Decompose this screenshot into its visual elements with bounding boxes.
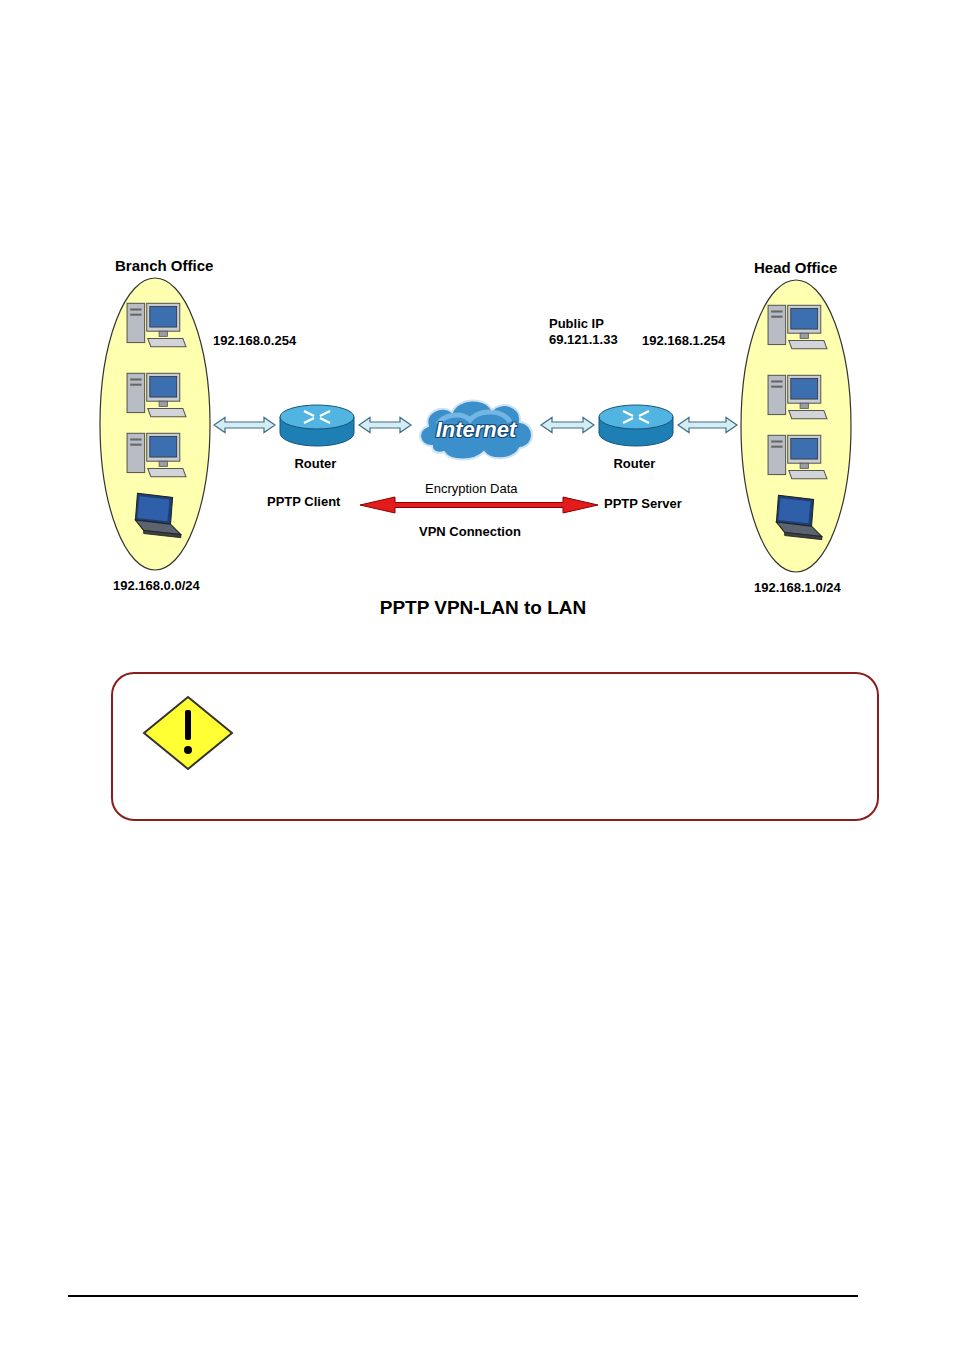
diagram-caption: PPTP VPN-LAN to LAN (380, 597, 587, 619)
router-arrow (639, 418, 649, 423)
link-label: VPN Connection (419, 524, 521, 540)
laptop-icon (776, 495, 821, 539)
computer-icon (127, 303, 186, 346)
ellipse-outline (741, 280, 851, 572)
footer-rule (68, 1295, 858, 1297)
office-heading: Branch Office (115, 257, 213, 274)
computer-icon (127, 373, 186, 416)
internet-node: Internet (414, 394, 538, 464)
router-arrow (304, 411, 314, 416)
router-arrow (304, 418, 314, 423)
warning-box (112, 673, 878, 820)
subnet-label: 192.168.0.0/24 (113, 577, 200, 594)
subnet-label: 192.168.1.0/24 (754, 579, 841, 596)
warning-icon (144, 697, 232, 769)
link-label: Encryption Data (425, 481, 518, 497)
vpn-arrow (360, 497, 598, 513)
router-label: Router (294, 455, 336, 472)
office-zone: Head Office192.168.1.0/24 (740, 279, 852, 573)
router-arrow (639, 411, 649, 416)
link-arrow (541, 418, 594, 433)
role-label: PPTP Server (604, 496, 682, 512)
laptop-icon (135, 493, 180, 537)
router-icon (597, 403, 675, 449)
office-heading: Head Office (754, 259, 837, 276)
router-icon (278, 403, 356, 449)
office-ellipse (740, 279, 852, 573)
router-label: Router (613, 455, 655, 472)
warning-mark (185, 710, 191, 740)
router-node: Router (597, 403, 675, 475)
computer-icon (768, 435, 827, 478)
ip-address: 192.168.1.254 (642, 333, 725, 349)
office-zone: Branch Office192.168.0.0/24 (99, 277, 211, 571)
public-ip: Public IP 69.121.1.33 (549, 316, 637, 348)
router-arrow (320, 418, 330, 423)
computer-icon (768, 305, 827, 348)
ip-address: 192.168.0.254 (213, 333, 296, 349)
role-label: PPTP Client (267, 494, 340, 510)
router-arrow (320, 411, 330, 416)
router-arrow (623, 418, 633, 423)
link-arrow (214, 418, 275, 433)
office-ellipse (99, 277, 211, 571)
warning-dot (184, 746, 192, 754)
link-arrow (359, 418, 411, 433)
cloud-label: Internet (436, 417, 517, 443)
computer-icon (768, 375, 827, 418)
ellipse-outline (100, 278, 210, 570)
computer-icon (127, 433, 186, 476)
router-node: Router (278, 403, 356, 475)
link-arrow (678, 418, 737, 433)
router-arrow (623, 411, 633, 416)
